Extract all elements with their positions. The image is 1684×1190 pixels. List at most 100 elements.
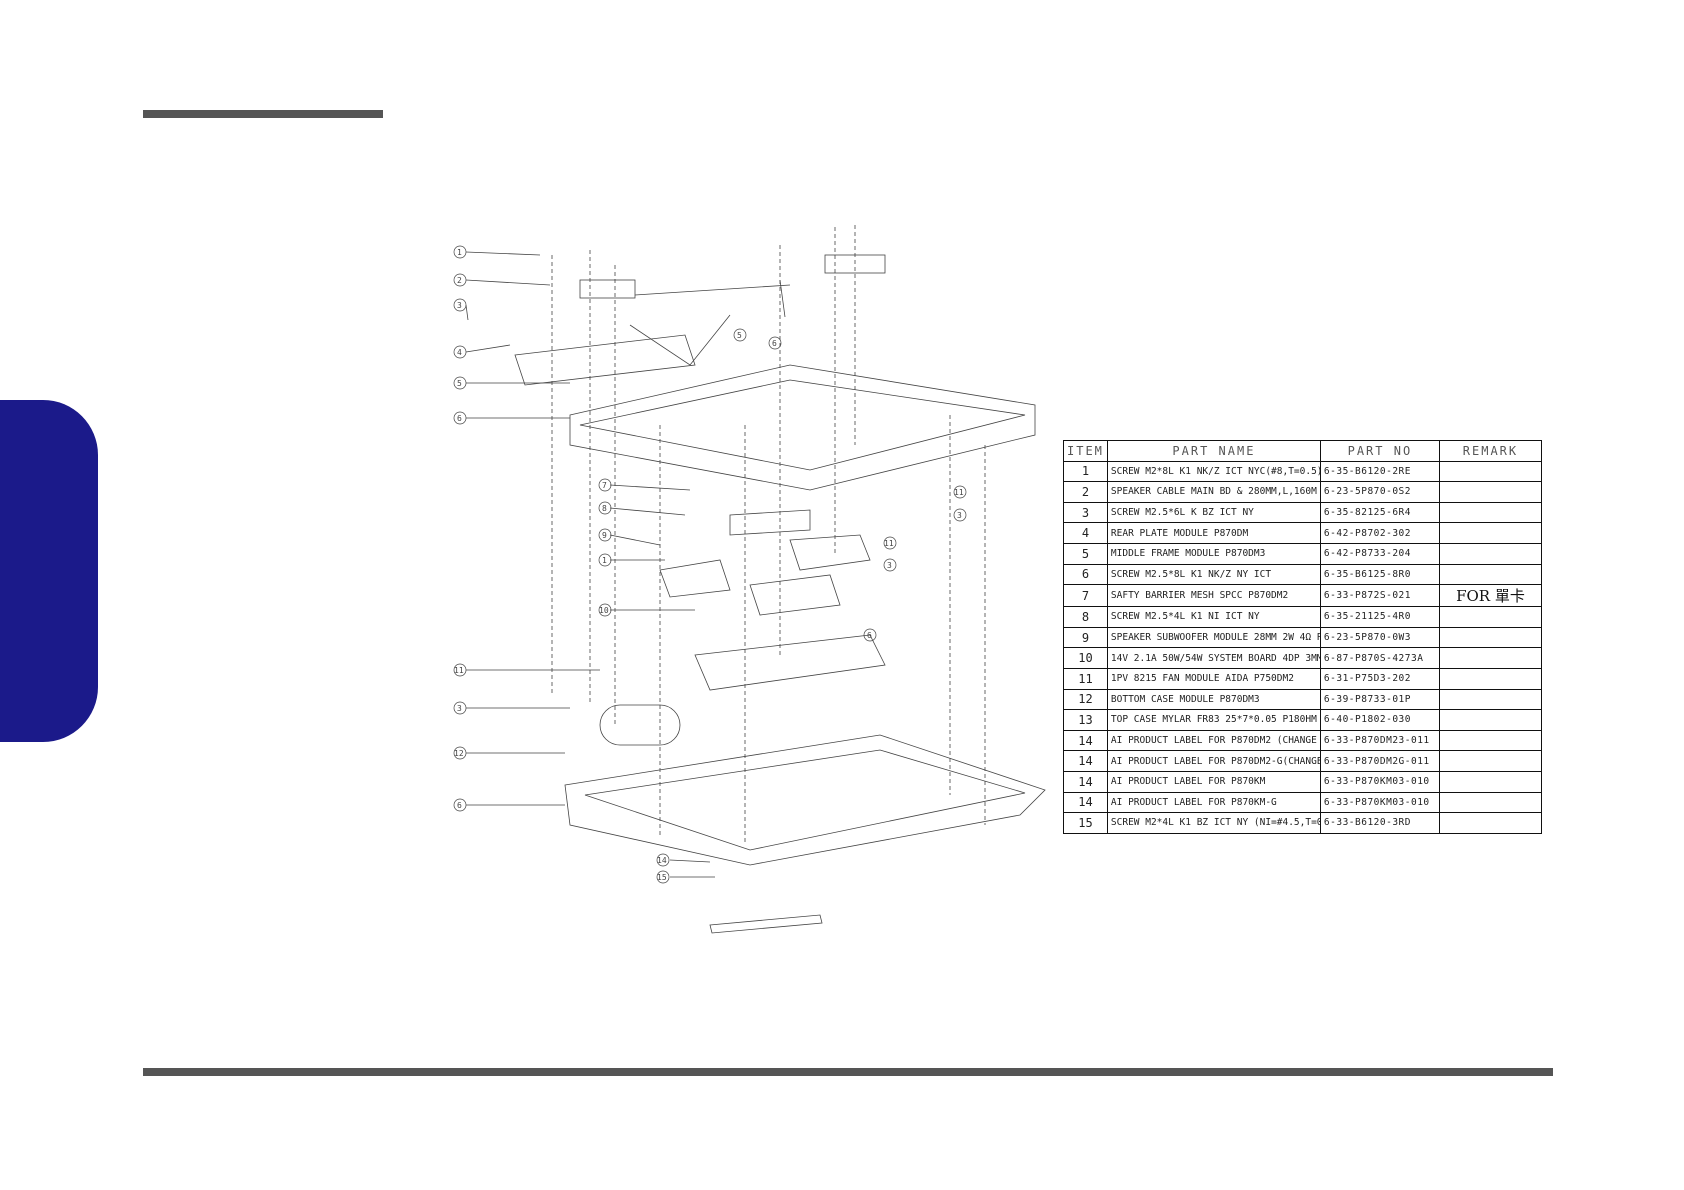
item-cell: 14	[1063, 770, 1108, 793]
header-remark: REMARK	[1438, 440, 1543, 462]
item-cell: 14	[1063, 791, 1108, 814]
part-name-cell: SCREW M2*8L K1 NK/Z ICT NYC(#8,T=0.5)	[1106, 460, 1321, 483]
item-cell: 14	[1063, 750, 1108, 772]
remark-cell: FOR 單卡	[1438, 584, 1543, 608]
item-cell: 12	[1063, 688, 1108, 711]
item-cell: 14	[1063, 729, 1108, 752]
chapter-side-tab	[0, 400, 98, 742]
item-cell: 6	[1063, 563, 1108, 586]
svg-text:3: 3	[457, 301, 462, 310]
item-cell: 10	[1063, 647, 1108, 669]
part-name-cell: SCREW M2.5*8L K1 NK/Z NY ICT	[1106, 563, 1321, 586]
header-rule	[143, 110, 383, 118]
part-name-cell: AI PRODUCT LABEL FOR P870KM-G	[1106, 791, 1321, 814]
remark-cell	[1438, 606, 1543, 628]
part-name-cell: SPEAKER SUBWOOFER MODULE 28MM 2W 4Ω P870…	[1106, 626, 1321, 649]
item-cell: 9	[1063, 626, 1108, 649]
part-number-cell: 6-42-P8733-204	[1319, 542, 1440, 565]
part-number-cell: 6-31-P75D3-202	[1319, 667, 1440, 690]
svg-text:6: 6	[457, 414, 462, 423]
item-cell: 3	[1063, 501, 1108, 524]
svg-text:15: 15	[657, 873, 667, 882]
part-fan-center	[749, 574, 841, 616]
part-name-cell: TOP CASE MYLAR FR83 25*7*0.05 P180HM	[1106, 709, 1321, 731]
svg-text:10: 10	[599, 606, 609, 615]
part-rear-plate	[514, 334, 696, 386]
remark-cell	[1438, 812, 1543, 834]
part-name-cell: AI PRODUCT LABEL FOR P870DM2 (CHANGE RAT…	[1106, 729, 1321, 752]
part-number-cell: 6-33-B6120-3RD	[1319, 812, 1440, 834]
part-fan-right	[789, 534, 871, 571]
remark-cell	[1438, 709, 1543, 731]
part-number-cell: 6-35-B6120-2RE	[1319, 460, 1440, 483]
part-name-cell: REAR PLATE MODULE P870DM	[1106, 522, 1321, 544]
svg-text:9: 9	[602, 531, 607, 540]
svg-text:5: 5	[737, 331, 742, 340]
svg-text:4: 4	[457, 348, 462, 357]
part-number-cell: 6-35-B6125-8R0	[1319, 563, 1440, 586]
part-name-cell: SCREW M2.5*4L K1 NI ICT NY	[1106, 606, 1321, 628]
part-number-cell: 6-33-P870KM03-010	[1319, 770, 1440, 793]
part-name-cell: AI PRODUCT LABEL FOR P870KM	[1106, 770, 1321, 793]
svg-text:3: 3	[887, 561, 892, 570]
svg-text:11: 11	[884, 539, 894, 548]
part-number-cell: 6-23-5P870-0W3	[1319, 626, 1440, 649]
part-name-cell: MIDDLE FRAME MODULE P870DM3	[1106, 542, 1321, 565]
part-number-cell: 6-35-21125-4R0	[1319, 606, 1440, 628]
remark-cell	[1438, 501, 1543, 524]
part-number-cell: 6-87-P870S-4273A	[1319, 647, 1440, 669]
header-part-name: PART NAME	[1106, 440, 1321, 462]
svg-text:6: 6	[867, 631, 872, 640]
svg-text:6: 6	[772, 339, 777, 348]
item-cell: 15	[1063, 812, 1108, 834]
remark-cell	[1438, 647, 1543, 669]
svg-text:1: 1	[602, 556, 607, 565]
part-speaker-left	[579, 279, 636, 299]
item-cell: 5	[1063, 542, 1108, 565]
item-cell: 7	[1063, 584, 1108, 608]
svg-text:7: 7	[602, 481, 607, 490]
remark-cell	[1438, 770, 1543, 793]
svg-text:11: 11	[454, 666, 464, 675]
part-number-cell: 6-33-P870DM23-011	[1319, 729, 1440, 752]
part-name-cell: SCREW M2.5*6L K BZ ICT NY	[1106, 501, 1321, 524]
remark-cell	[1438, 542, 1543, 565]
part-bottom-case	[564, 734, 1046, 866]
item-cell: 8	[1063, 606, 1108, 628]
table-header-row: ITEM PART NAME PART NO REMARK	[1063, 440, 1543, 462]
part-name-cell: BOTTOM CASE MODULE P870DM3	[1106, 688, 1321, 711]
header-part-no: PART NO	[1319, 440, 1440, 462]
header-item: ITEM	[1063, 440, 1108, 462]
part-name-cell: SAFTY BARRIER MESH SPCC P870DM2	[1106, 584, 1321, 608]
item-cell: 2	[1063, 481, 1108, 503]
svg-text:3: 3	[457, 704, 462, 713]
remark-cell	[1438, 688, 1543, 711]
part-number-cell: 6-35-82125-6R4	[1319, 501, 1440, 524]
item-cell: 13	[1063, 709, 1108, 731]
part-number-cell: 6-40-P1802-030	[1319, 709, 1440, 731]
part-name-cell: 14V 2.1A 50W/54W SYSTEM BOARD 4DP 3MMP D…	[1106, 647, 1321, 669]
remark-cell	[1438, 750, 1543, 772]
remark-cell	[1438, 522, 1543, 544]
exploded-view-diagram: 1 2 3 4 5 6 7 8 9 1 10 11 3 12 6 14 15 1…	[453, 225, 1046, 934]
part-subwoofer	[659, 559, 731, 598]
part-number-cell: 6-33-P870KM03-010	[1319, 791, 1440, 814]
part-safety-mesh	[729, 509, 811, 536]
remark-cell	[1438, 481, 1543, 503]
part-system-board	[694, 634, 886, 691]
part-name-cell: SPEAKER CABLE MAIN BD & 280MM,L,160M 2W …	[1106, 481, 1321, 503]
item-cell: 11	[1063, 667, 1108, 690]
footer-rule	[143, 1068, 1553, 1076]
svg-text:6: 6	[457, 801, 462, 810]
